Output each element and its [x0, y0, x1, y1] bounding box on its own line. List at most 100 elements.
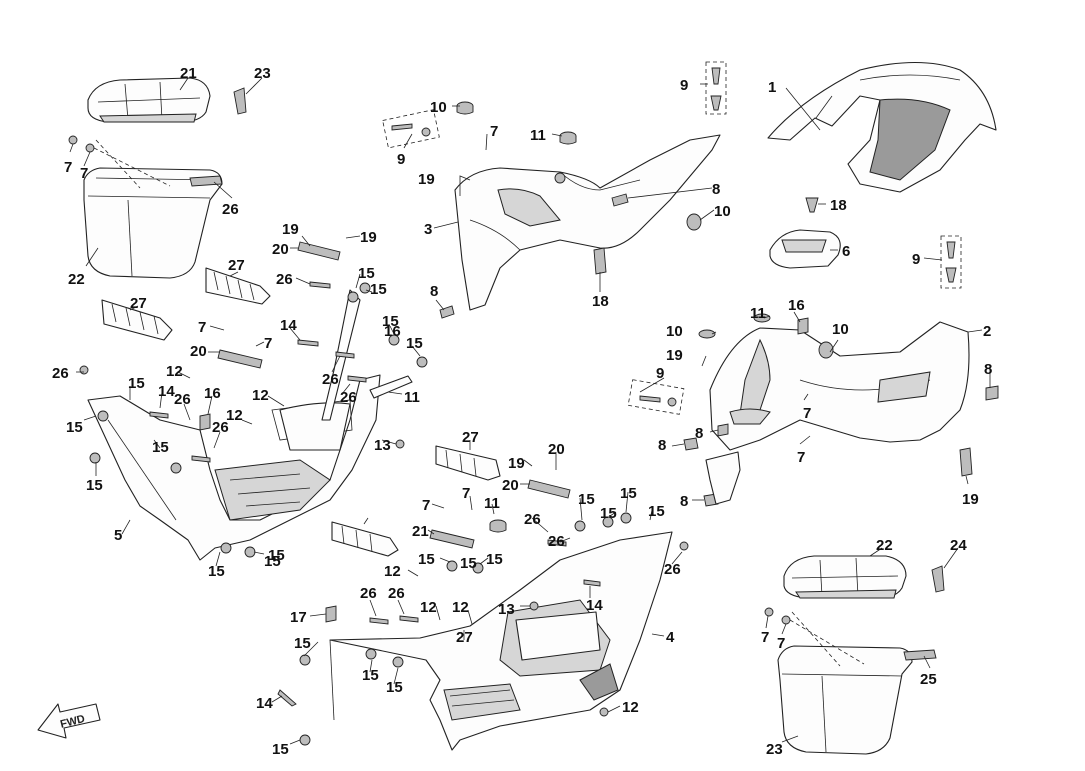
- callout-label: 10: [832, 321, 849, 338]
- callout-label: 7: [803, 405, 811, 422]
- right-footwell-4: [329, 531, 673, 751]
- callout-label: 6: [842, 243, 850, 260]
- callout-label: 18: [592, 293, 609, 310]
- callout-label: 15: [362, 667, 379, 684]
- grommets-right-panel: [698, 313, 834, 359]
- grommet-11-upper: [559, 131, 577, 145]
- callout-label: 12: [420, 599, 437, 616]
- callout-label: 19: [508, 455, 525, 472]
- callout-label: 19: [282, 221, 299, 238]
- callout-label: 15: [264, 553, 281, 570]
- callout-label: 19: [418, 171, 435, 188]
- callout-label: 14: [158, 383, 175, 400]
- left-footwell-5: [87, 374, 381, 561]
- bolts-left: [79, 281, 405, 463]
- callout-label: 9: [912, 251, 920, 268]
- callout-label: 15: [370, 281, 387, 298]
- cover-6: [769, 229, 841, 269]
- callout-label: 15: [358, 265, 375, 282]
- callout-label: 20: [502, 477, 519, 494]
- callout-label: 26: [212, 419, 229, 436]
- side-panel-2: [709, 321, 970, 451]
- callout-label: 26: [174, 391, 191, 408]
- fasteners-9-right: [627, 235, 962, 415]
- callout-label: 27: [228, 257, 245, 274]
- callout-label: 26: [52, 365, 69, 382]
- callout-label: 22: [68, 271, 85, 288]
- fwd-arrow: FWD: [37, 703, 101, 739]
- fasteners-9-upper: [382, 61, 727, 149]
- callout-label: 24: [950, 537, 967, 554]
- fwd-arrow-label: FWD: [59, 713, 86, 731]
- leader-lines: [69, 77, 991, 745]
- callout-label: 23: [254, 65, 271, 82]
- bracket-23-upper: [233, 87, 247, 115]
- callout-label: 13: [498, 601, 515, 618]
- bracket-23-lower: [931, 565, 945, 593]
- storage-box-lower: [777, 645, 913, 755]
- callout-label: 16: [204, 385, 221, 402]
- callout-label: 14: [586, 597, 603, 614]
- callout-label: 26: [322, 371, 339, 388]
- callout-label: 7: [462, 485, 470, 502]
- callout-label: 12: [622, 699, 639, 716]
- callout-label: 15: [460, 555, 477, 572]
- grommet-10-upper-right: [686, 213, 702, 231]
- callout-label: 15: [386, 679, 403, 696]
- callout-label: 21: [180, 65, 197, 82]
- callout-label: 20: [272, 241, 289, 258]
- callout-label: 13: [374, 437, 391, 454]
- screw-17: [805, 197, 819, 213]
- callout-label: 10: [714, 203, 731, 220]
- callout-label: 12: [452, 599, 469, 616]
- storage-box-lid-upper: [87, 77, 211, 123]
- callout-label: 26: [548, 533, 565, 550]
- callout-label: 15: [600, 505, 617, 522]
- clips-8-right: [683, 317, 999, 507]
- callout-label: 27: [462, 429, 479, 446]
- callout-label: 12: [384, 563, 401, 580]
- callout-label: 10: [430, 99, 447, 116]
- callout-label: 23: [766, 741, 783, 758]
- footrests-27-center: [331, 445, 501, 557]
- callout-label: 7: [761, 629, 769, 646]
- callout-label: 7: [64, 159, 72, 176]
- callout-label: 15: [648, 503, 665, 520]
- callout-label: 15: [208, 563, 225, 580]
- callout-label: 7: [797, 449, 805, 466]
- callout-label: 26: [388, 585, 405, 602]
- callout-label: 19: [666, 347, 683, 364]
- callout-label: 19: [962, 491, 979, 508]
- callout-label: 15: [152, 439, 169, 456]
- callout-label: 7: [80, 165, 88, 182]
- callout-label: 7: [490, 123, 498, 140]
- callout-label: 16: [384, 323, 401, 340]
- callout-label: 14: [256, 695, 273, 712]
- callout-label: 22: [876, 537, 893, 554]
- callout-label: 7: [264, 335, 272, 352]
- callout-label: 26: [524, 511, 541, 528]
- callout-label: 8: [695, 425, 703, 442]
- callout-label: 9: [397, 151, 405, 168]
- callout-label: 10: [666, 323, 683, 340]
- callout-label: 19: [360, 229, 377, 246]
- bracket-right-lower: [705, 451, 741, 505]
- callout-label: 3: [424, 221, 432, 238]
- callout-label: 25: [920, 671, 937, 688]
- callout-label: 15: [418, 551, 435, 568]
- callout-label: 15: [620, 485, 637, 502]
- callout-label: 14: [280, 317, 297, 334]
- callout-label: 8: [712, 181, 720, 198]
- callout-label: 7: [198, 319, 206, 336]
- grommet-10-upper: [456, 101, 474, 115]
- strap-24: [903, 649, 937, 661]
- callout-label: 12: [252, 387, 269, 404]
- callout-label: 15: [294, 635, 311, 652]
- brackets-20-center: [429, 479, 571, 549]
- callout-label: 27: [456, 629, 473, 646]
- nuts-15-left: [89, 282, 428, 558]
- callout-label: 9: [680, 77, 688, 94]
- callout-label: 8: [984, 361, 992, 378]
- callout-label: 26: [664, 561, 681, 578]
